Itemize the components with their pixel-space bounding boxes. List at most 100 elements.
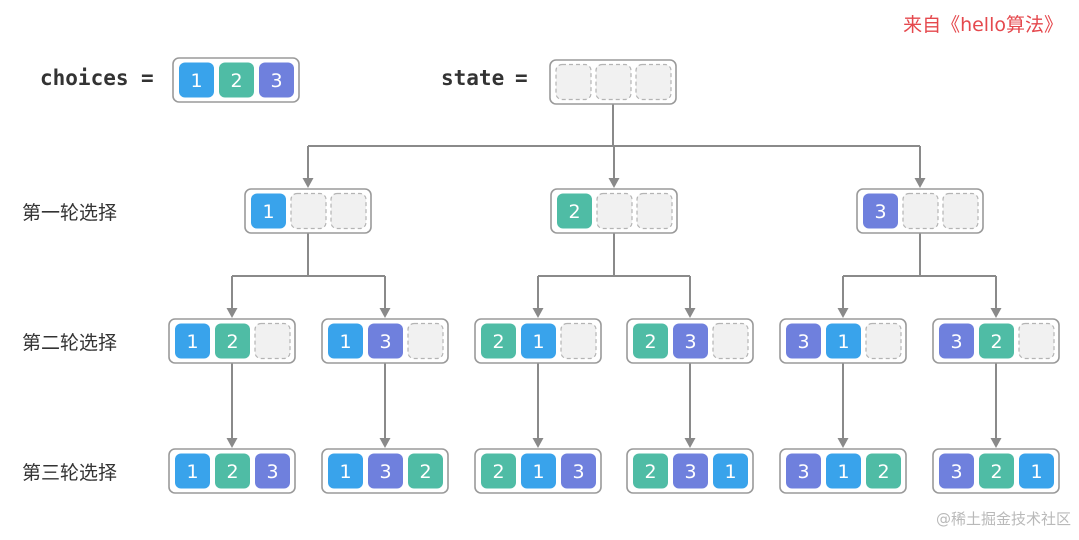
level3-node-4-cell-2 <box>673 453 708 489</box>
level2-node-1-cell-1-value: 1 <box>186 331 198 353</box>
level1-node-1-cell-1-value: 1 <box>262 201 274 223</box>
level3-node-6-cell-3 <box>1019 453 1054 489</box>
level3-node-5: 3 1 2 <box>779 448 907 494</box>
tree-edges <box>226 104 1002 448</box>
arrow-root-to-l1-3 <box>914 178 926 188</box>
arrow-root-to-l1-1 <box>302 178 314 188</box>
level3-node-4-cell-3 <box>713 453 748 489</box>
source-credit: 来自《hello算法》 <box>903 14 1063 36</box>
arrow-l2-5-to-l3 <box>837 438 849 448</box>
level3-node-5-cell-1-value: 3 <box>797 461 809 483</box>
level3-node-3-cell-3 <box>561 453 596 489</box>
choices-array-cell-3 <box>259 62 294 98</box>
level3-node-1: 1 2 3 <box>168 448 296 494</box>
level2-node-5-cell-1 <box>786 323 821 359</box>
level-3-label: 第三轮选择 <box>22 462 118 484</box>
arrow-l2-6-to-l3 <box>990 438 1002 448</box>
level2-node-4-empty-cell-3 <box>712 322 749 360</box>
level3-node-6-cell-2-value: 2 <box>990 461 1002 483</box>
level2-node-4-cell-2-value: 3 <box>684 331 696 353</box>
level2-node-2-cell-2-value: 3 <box>379 331 391 353</box>
choices-array-cell-2-value: 2 <box>230 70 242 92</box>
arrow-root-to-l1-2 <box>608 178 620 188</box>
choices-label: choices <box>40 66 129 90</box>
level2-node-5-empty-cell-3 <box>865 322 902 360</box>
level3-node-2-cell-2-value: 3 <box>379 461 391 483</box>
level3-node-1-cell-2-value: 2 <box>226 461 238 483</box>
level1-node-3-empty-cell-2 <box>902 192 939 230</box>
level3-node-3-cell-2 <box>521 453 556 489</box>
level3-node-5-cell-2-value: 1 <box>837 461 849 483</box>
arrow-l2-3-to-l3 <box>532 438 544 448</box>
level3-node-3-cell-1 <box>481 453 516 489</box>
level2-node-3-empty-cell-3 <box>560 322 597 360</box>
level3-node-2-cell-1 <box>328 453 363 489</box>
level3-node-3: 2 1 3 <box>474 448 602 494</box>
level3-node-4-cell-1 <box>633 453 668 489</box>
level2-node-1-cell-1 <box>175 323 210 359</box>
level2-node-2-cell-2 <box>368 323 403 359</box>
level2-node-5-cell-2-value: 1 <box>837 331 849 353</box>
arrow-l2-4-to-l3 <box>684 438 696 448</box>
arrow-l2-2-to-l3 <box>379 438 391 448</box>
level1-node-2-cell-1 <box>557 193 592 229</box>
level3-node-6-cell-1 <box>939 453 974 489</box>
choices-equals: = <box>141 66 154 90</box>
level3-node-1-cell-1 <box>175 453 210 489</box>
level1-node-2-empty-cell-3 <box>636 192 673 230</box>
level2-node-6-cell-1-value: 3 <box>950 331 962 353</box>
watermark: @稀土掘金技术社区 <box>935 510 1071 528</box>
level3-node-1-cell-1-value: 1 <box>186 461 198 483</box>
arrow-l1-2-to-l2-1 <box>532 308 544 318</box>
level3-node-3-cell-1-value: 2 <box>492 461 504 483</box>
level2-node-6-cell-2-value: 2 <box>990 331 1002 353</box>
level3-node-5-cell-1 <box>786 453 821 489</box>
level2-node-4-cell-2 <box>673 323 708 359</box>
level2-node-5-cell-1-value: 3 <box>797 331 809 353</box>
level3-node-2-cell-3 <box>408 453 443 489</box>
level3-node-3-cell-3-value: 3 <box>572 461 584 483</box>
arrow-l1-3-to-l2-1 <box>837 308 849 318</box>
level-1-label: 第一轮选择 <box>22 202 118 224</box>
level3-node-4-cell-2-value: 3 <box>684 461 696 483</box>
level3-node-3-cell-2-value: 1 <box>532 461 544 483</box>
arrow-l1-1-to-l2-1 <box>226 308 238 318</box>
level2-node-4-cell-1 <box>633 323 668 359</box>
state-root-empty-cell-3 <box>635 63 672 101</box>
level2-node-4-cell-1-value: 2 <box>644 331 656 353</box>
level1-node-1: 1 <box>244 188 372 234</box>
level3-node-1-cell-2 <box>215 453 250 489</box>
level2-node-2-cell-1-value: 1 <box>339 331 351 353</box>
level1-node-3: 3 <box>856 188 984 234</box>
choices-array-cell-1 <box>179 62 214 98</box>
level-2-label: 第二轮选择 <box>22 332 118 354</box>
choices-array-cell-2 <box>219 62 254 98</box>
level2-node-3-cell-1-value: 2 <box>492 331 504 353</box>
level3-node-6-cell-3-value: 1 <box>1030 461 1042 483</box>
level3-node-1-cell-3-value: 3 <box>266 461 278 483</box>
level2-node-3-cell-1 <box>481 323 516 359</box>
level3-node-5-cell-2 <box>826 453 861 489</box>
level3-node-5-cell-3-value: 2 <box>877 461 889 483</box>
state-equals: = <box>515 66 528 90</box>
state-root <box>549 59 677 105</box>
arrow-l1-1-to-l2-2 <box>379 308 391 318</box>
state-root-empty-cell-1 <box>555 63 592 101</box>
level1-node-1-empty-cell-2 <box>290 192 327 230</box>
level2-node-6-cell-2 <box>979 323 1014 359</box>
level1-node-3-empty-cell-3 <box>942 192 979 230</box>
level2-node-3-cell-2-value: 1 <box>532 331 544 353</box>
level2-node-6-empty-cell-3 <box>1018 322 1055 360</box>
level1-node-3-cell-1-value: 3 <box>874 201 886 223</box>
arrow-l2-1-to-l3 <box>226 438 238 448</box>
level3-node-1-cell-3 <box>255 453 290 489</box>
